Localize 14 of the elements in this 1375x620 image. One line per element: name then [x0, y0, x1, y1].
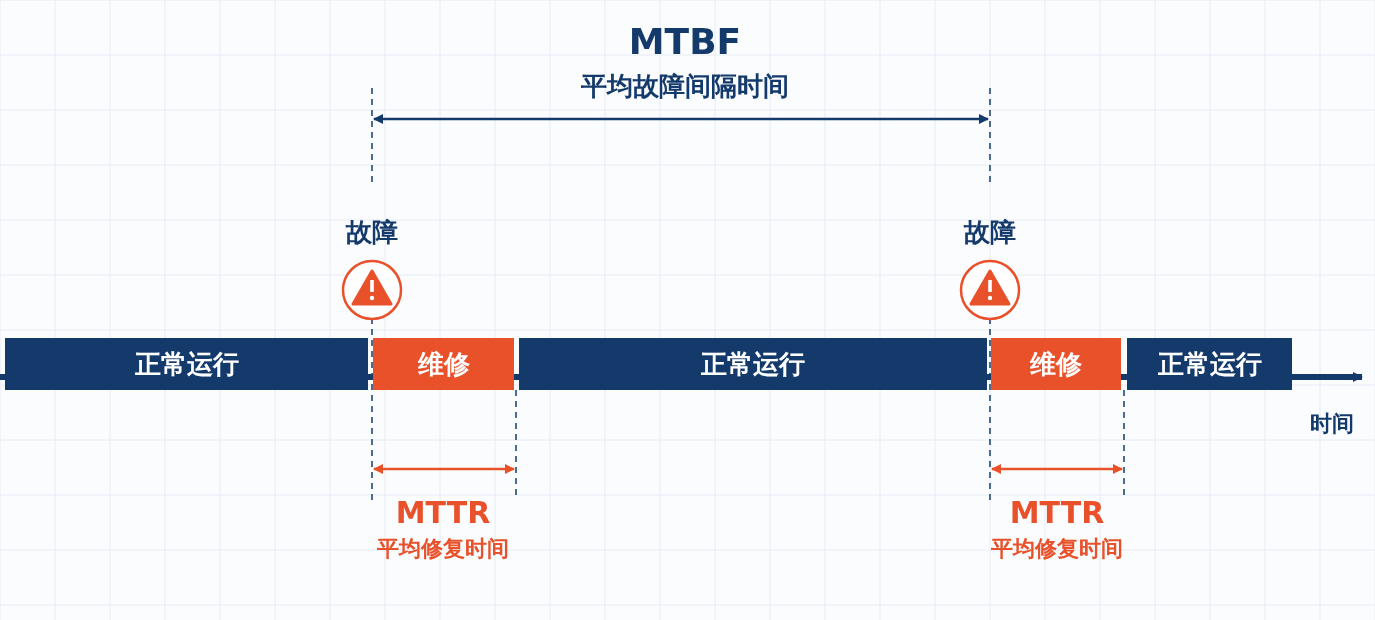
timeline-segment: 维修: [373, 338, 514, 390]
event-label: 故障: [346, 217, 398, 247]
timeline-segment: 维修: [991, 338, 1121, 390]
timeline-segment: 正常运行: [519, 338, 987, 390]
metric-subtitle: 平均修复时间: [991, 536, 1123, 562]
metric-title: MTTR: [1009, 495, 1105, 529]
metric-subtitle: 平均故障间隔时间: [581, 71, 789, 101]
metric-subtitle: 平均修复时间: [377, 536, 509, 562]
axis-label: 时间: [1310, 411, 1354, 437]
metric-title: MTTR: [395, 495, 491, 529]
metric-title: MTBF: [628, 22, 742, 62]
timeline-segment: 正常运行: [5, 338, 368, 390]
event-label: 故障: [964, 217, 1016, 247]
timeline-segment: 正常运行: [1127, 338, 1292, 390]
